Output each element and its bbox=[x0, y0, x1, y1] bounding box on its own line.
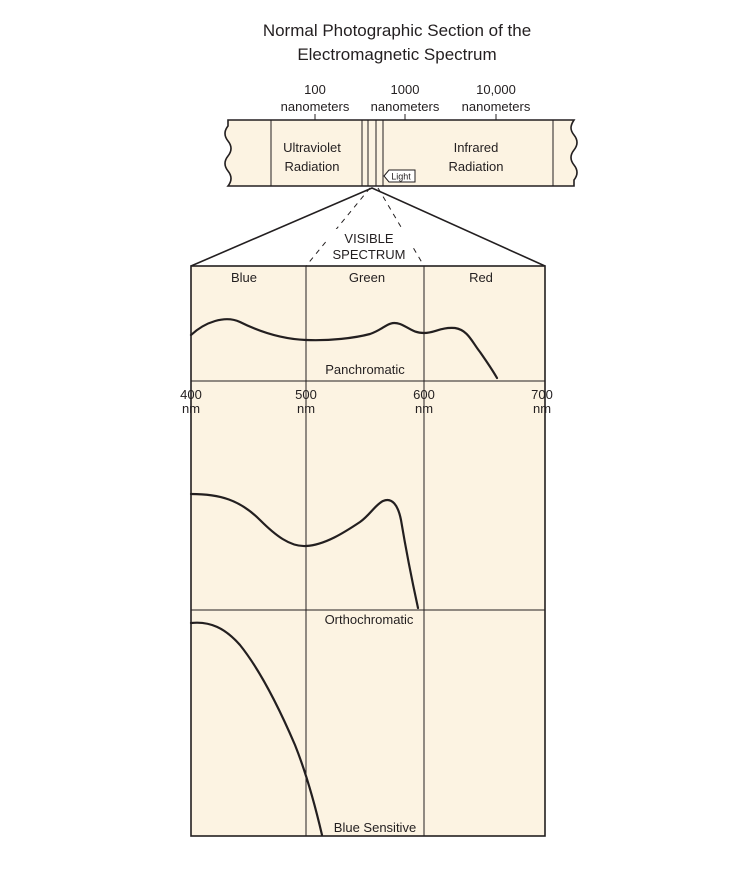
ultraviolet-label-line2: Radiation bbox=[285, 159, 340, 174]
visible-dash-left bbox=[305, 187, 371, 267]
axis-label-700-value: 700 bbox=[531, 387, 553, 402]
axis-label-400-unit: nm bbox=[182, 401, 200, 416]
infrared-label-line1: Infrared bbox=[454, 140, 499, 155]
visible-label-line1: VISIBLE bbox=[344, 231, 393, 246]
orthochromatic-curve bbox=[189, 492, 420, 610]
zoom-triangle bbox=[190, 187, 546, 267]
infrared-label-line2: Radiation bbox=[449, 159, 504, 174]
axis-label-500-value: 500 bbox=[295, 387, 317, 402]
blue-sensitive-label: Blue Sensitive bbox=[334, 820, 416, 835]
tick-1000-unit: nanometers bbox=[371, 99, 440, 114]
tick-1000-value: 1000 bbox=[391, 82, 420, 97]
axis-label-700-unit: nm bbox=[533, 401, 551, 416]
visible-label-line2: SPECTRUM bbox=[333, 247, 406, 262]
axis-label-600-value: 600 bbox=[413, 387, 435, 402]
band-label-blue: Blue bbox=[231, 270, 257, 285]
tick-10000-unit: nanometers bbox=[462, 99, 531, 114]
light-tag bbox=[383, 169, 416, 183]
axis-label-600-unit: nm bbox=[415, 401, 433, 416]
tick-100-unit: nanometers bbox=[281, 99, 350, 114]
tick-100-value: 100 bbox=[304, 82, 326, 97]
orthochromatic-label: Orthochromatic bbox=[325, 612, 414, 627]
panchromatic-label: Panchromatic bbox=[325, 362, 405, 377]
axis-label-500-unit: nm bbox=[297, 401, 315, 416]
tick-10000-value: 10,000 bbox=[476, 82, 516, 97]
blue-sensitive-curve bbox=[189, 621, 324, 837]
visible-label-backdrop bbox=[326, 229, 412, 263]
ultraviolet-label-line1: Ultraviolet bbox=[283, 140, 341, 155]
visible-panel bbox=[190, 265, 546, 837]
figure-title-line2: Electromagnetic Spectrum bbox=[297, 45, 496, 64]
panchromatic-curve bbox=[189, 318, 499, 380]
band-label-green: Green bbox=[349, 270, 385, 285]
spectrum-band bbox=[224, 119, 578, 187]
figure-title-line1: Normal Photographic Section of the bbox=[263, 21, 531, 40]
band-label-red: Red bbox=[469, 270, 493, 285]
axis-label-400-value: 400 bbox=[180, 387, 202, 402]
light-tag-label: Light bbox=[391, 172, 411, 182]
